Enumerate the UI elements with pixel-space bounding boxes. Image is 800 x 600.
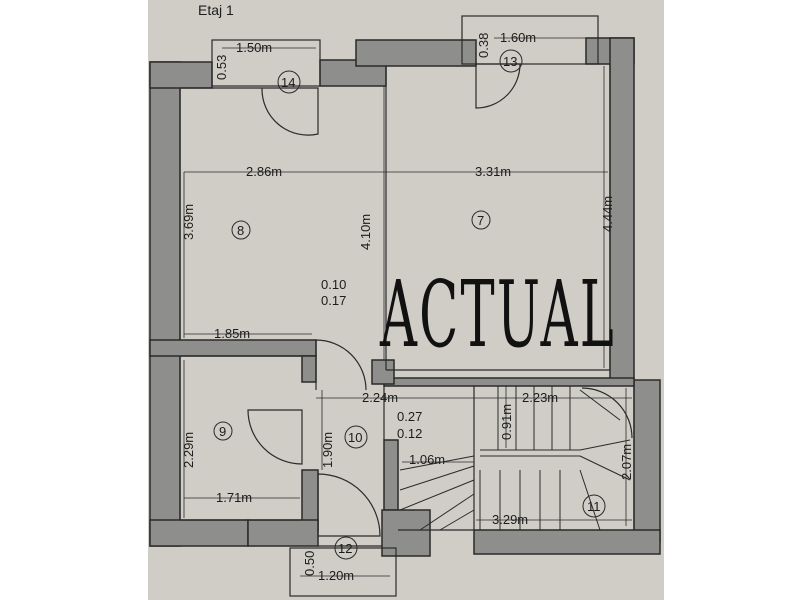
wall-east-lower <box>633 379 661 543</box>
dim-0-50: 0.50 <box>302 551 317 576</box>
dim-1-60: 1.60m <box>500 30 536 45</box>
dim-0-27: 0.27 <box>397 409 422 424</box>
room-12-circle <box>334 536 358 560</box>
wall-interior-9-east <box>301 355 317 383</box>
room-14-label: 14 <box>281 75 295 90</box>
dim-1-06: 1.06m <box>409 452 445 467</box>
stamp-actual: ACTUAL <box>379 261 616 368</box>
door-stair-swing <box>581 387 633 439</box>
dim-1-50: 1.50m <box>236 40 272 55</box>
dim-2-86: 2.86m <box>246 164 282 179</box>
dim-3-29: 3.29m <box>492 512 528 527</box>
dim-0-10: 0.10 <box>321 277 346 292</box>
dim-0-17: 0.17 <box>321 293 346 308</box>
door-14-swing <box>261 87 319 136</box>
dim-3-31: 3.31m <box>475 164 511 179</box>
dim-1-90: 1.90m <box>320 432 335 468</box>
room-10-circle <box>344 425 368 449</box>
room-markers <box>213 49 606 560</box>
door-12-swing <box>317 473 381 537</box>
dim-0-53: 0.53 <box>214 55 229 80</box>
room-7-label: 7 <box>477 213 484 228</box>
room-10-label: 10 <box>348 430 362 445</box>
room-8-label: 8 <box>237 223 244 238</box>
floor-plan-paper <box>148 0 664 600</box>
room-8-circle <box>231 220 251 240</box>
wall-south-left <box>149 519 249 547</box>
wall-interior-8-9 <box>149 339 317 357</box>
dim-2-07: 2.07m <box>619 444 634 480</box>
dim-0-38: 0.38 <box>476 33 491 58</box>
wall-stair-top <box>383 377 635 387</box>
wall-stair-block <box>381 509 431 557</box>
wall-lines <box>179 15 635 597</box>
dim-0-12: 0.12 <box>397 426 422 441</box>
dimension-lines <box>183 37 632 577</box>
wall-stair-pillar <box>371 359 395 385</box>
dim-0-91: 0.91m <box>499 404 514 440</box>
door-8-swing <box>315 339 367 391</box>
wall-north-left <box>149 61 213 89</box>
floor-label: Etaj 1 <box>198 2 234 18</box>
dim-4-44: 4.44m <box>600 196 615 232</box>
door-9-swing <box>247 409 303 465</box>
wall-stair-west <box>383 439 399 511</box>
room-13-circle <box>499 49 523 73</box>
walls <box>149 37 661 557</box>
room-13-label: 13 <box>503 54 517 69</box>
door-13-swing <box>475 63 521 109</box>
dim-2-29: 2.29m <box>181 432 196 468</box>
wall-west <box>149 61 181 547</box>
wall-south-left2 <box>247 519 319 547</box>
dim-2-24: 2.24m <box>362 390 398 405</box>
room-9-circle <box>213 421 233 441</box>
room-9-label: 9 <box>219 424 226 439</box>
room-14-circle <box>277 70 301 94</box>
staircase <box>399 386 631 531</box>
room-11-circle <box>582 494 606 518</box>
wall-north-mid2 <box>355 39 477 67</box>
dim-1-71: 1.71m <box>216 490 252 505</box>
dim-1-85: 1.85m <box>214 326 250 341</box>
dim-3-69: 3.69m <box>181 204 196 240</box>
wall-south-right <box>473 529 661 555</box>
room-12-label: 12 <box>338 541 352 556</box>
dim-1-20: 1.20m <box>318 568 354 583</box>
dim-4-10: 4.10m <box>358 214 373 250</box>
dim-2-23: 2.23m <box>522 390 558 405</box>
room-11-label: 11 <box>587 499 601 514</box>
room-7-circle <box>471 210 491 230</box>
doors <box>247 63 633 537</box>
